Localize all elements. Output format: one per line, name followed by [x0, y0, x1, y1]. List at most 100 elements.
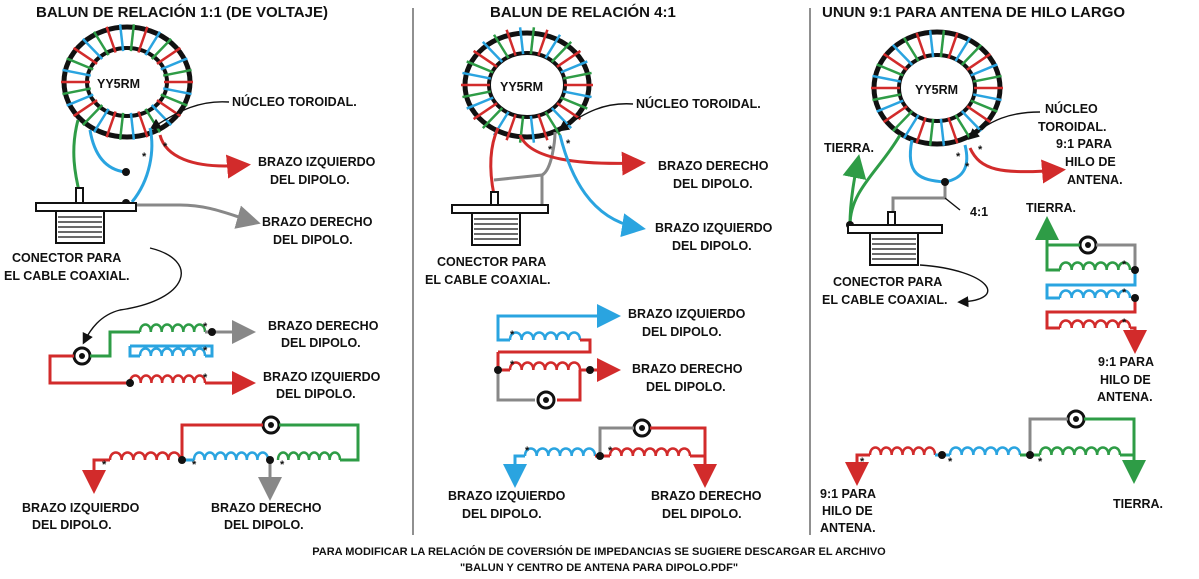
schematic-2: ** — [503, 418, 717, 488]
winding-turn — [915, 117, 927, 144]
coax-connector — [451, 191, 549, 246]
sch2-left-line1: BRAZO IZQUIERDO — [22, 501, 140, 515]
footer-line2: "BALUN Y CENTRO DE ANTENA PARA DIPOLO.PD… — [460, 562, 738, 574]
right-arm-line2: DEL DIPOLO. — [673, 177, 753, 191]
left-arm-line2: DEL DIPOLO. — [672, 239, 752, 253]
winding-turn — [118, 24, 125, 52]
panel2-title: BALUN DE RELACIÓN 4:1 — [490, 3, 676, 21]
winding-turn — [928, 30, 935, 58]
connector-line2: EL CABLE COAXIAL. — [4, 269, 129, 283]
winding-turn — [505, 114, 517, 141]
wire-line2: HILO DE — [1065, 155, 1116, 169]
svg-text:*: * — [510, 359, 515, 371]
winding-turn — [947, 117, 959, 144]
svg-text:*: * — [192, 459, 197, 471]
winding-turn — [137, 26, 149, 53]
core-mark: YY5RM — [97, 77, 140, 91]
winding-turn — [550, 41, 573, 63]
panel1-title: BALUN DE RELACIÓN 1:1 (DE VOLTAJE) — [36, 3, 328, 21]
winding-turn — [105, 26, 117, 53]
sch2-right-line2: DEL DIPOLO. — [224, 518, 304, 532]
winding-turn — [462, 71, 492, 80]
schematic-1: *** — [48, 320, 256, 395]
winding-turn — [66, 57, 94, 71]
panel3-title: UNUN 9:1 PARA ANTENA DE HILO LARGO — [822, 4, 1125, 21]
winding-turn — [156, 46, 182, 65]
winding-turn — [560, 60, 588, 74]
schematic-2: *** — [845, 409, 1146, 486]
sch2-right-line1: BRAZO DERECHO — [651, 489, 762, 503]
sch2-wire-line1: 9:1 PARA — [820, 487, 876, 501]
svg-text:*: * — [203, 345, 208, 357]
winding-turn — [62, 87, 92, 96]
winding-turn — [529, 27, 536, 55]
winding-turn — [162, 87, 192, 96]
svg-text:*: * — [1122, 259, 1127, 271]
sch1-wire-line1: 9:1 PARA — [1098, 355, 1154, 369]
svg-text:*: * — [548, 144, 553, 156]
svg-text:*: * — [965, 161, 970, 173]
winding-turn — [970, 99, 998, 113]
winding-turn — [556, 49, 582, 68]
svg-text:*: * — [956, 151, 961, 163]
winding-turn — [972, 74, 1002, 83]
sch2-right-line2: DEL DIPOLO. — [662, 507, 742, 521]
svg-text:*: * — [860, 456, 865, 468]
svg-text:*: * — [525, 445, 530, 457]
sch1-wire-line3: ANTENA. — [1097, 390, 1153, 404]
winding-turn — [72, 46, 98, 65]
footer-line1: PARA MODIFICAR LA RELACIÓN DE COVERSIÓN … — [312, 545, 886, 558]
winding-turn — [928, 118, 935, 146]
sch1-left-line1: BRAZO IZQUIERDO — [263, 370, 381, 384]
sch2-wire-line2: HILO DE — [822, 504, 873, 518]
wire-line1: 9:1 PARA — [1056, 137, 1112, 151]
core-label: NÚCLEO TOROIDAL. — [232, 94, 357, 109]
winding-turn — [129, 112, 136, 140]
svg-text:*: * — [1122, 287, 1127, 299]
schematic-2: * * * — [82, 415, 360, 501]
panel-1: BALUN DE RELACIÓN 1:1 (DE VOLTAJE) YY5RM… — [4, 3, 381, 532]
coax-connector — [847, 211, 943, 266]
winding-turn — [966, 105, 992, 124]
winding-turn — [562, 71, 592, 80]
svg-text:*: * — [1122, 317, 1127, 329]
winding-turn — [954, 114, 972, 139]
winding-turn — [144, 31, 162, 56]
winding-turn — [562, 90, 592, 99]
svg-text:*: * — [566, 138, 571, 150]
winding-turn — [118, 112, 125, 140]
sch1-right-line1: BRAZO DERECHO — [268, 319, 379, 333]
winding-turn — [518, 27, 525, 55]
winding-turn — [939, 30, 946, 58]
winding-turn — [62, 68, 92, 77]
core-label-line2: TOROIDAL. — [1038, 120, 1107, 134]
winding-turn — [872, 93, 902, 102]
winding-turn — [972, 93, 1002, 102]
svg-text:*: * — [608, 445, 613, 457]
winding-turn — [481, 41, 504, 63]
winding-turn — [947, 32, 959, 59]
sch1-left-line1: BRAZO IZQUIERDO — [628, 307, 746, 321]
sch1-left-line2: DEL DIPOLO. — [642, 325, 722, 339]
svg-text:*: * — [978, 144, 983, 156]
svg-text:*: * — [1038, 456, 1043, 468]
winding-turn — [160, 93, 188, 107]
ground-label: TIERRA. — [824, 141, 874, 155]
winding-turn — [81, 104, 104, 126]
schematic-1: * * * — [1035, 216, 1147, 354]
svg-text:*: * — [280, 459, 285, 471]
winding-turn — [66, 93, 94, 107]
svg-text:*: * — [102, 459, 107, 471]
left-arm-line1: BRAZO IZQUIERDO — [258, 155, 376, 169]
winding-turn — [466, 96, 494, 110]
connector-line1: CONECTOR PARA — [12, 251, 121, 265]
toroid-core — [871, 29, 1003, 147]
panel-2: BALUN DE RELACIÓN 4:1 YY5RM NÚCLEO TOROI… — [425, 3, 773, 521]
winding-turn — [882, 52, 908, 71]
winding-turn — [472, 102, 498, 121]
winding-turn — [537, 29, 549, 56]
winding-turn — [902, 114, 920, 139]
core-mark: YY5RM — [915, 83, 958, 97]
connector-line1: CONECTOR PARA — [833, 275, 942, 289]
